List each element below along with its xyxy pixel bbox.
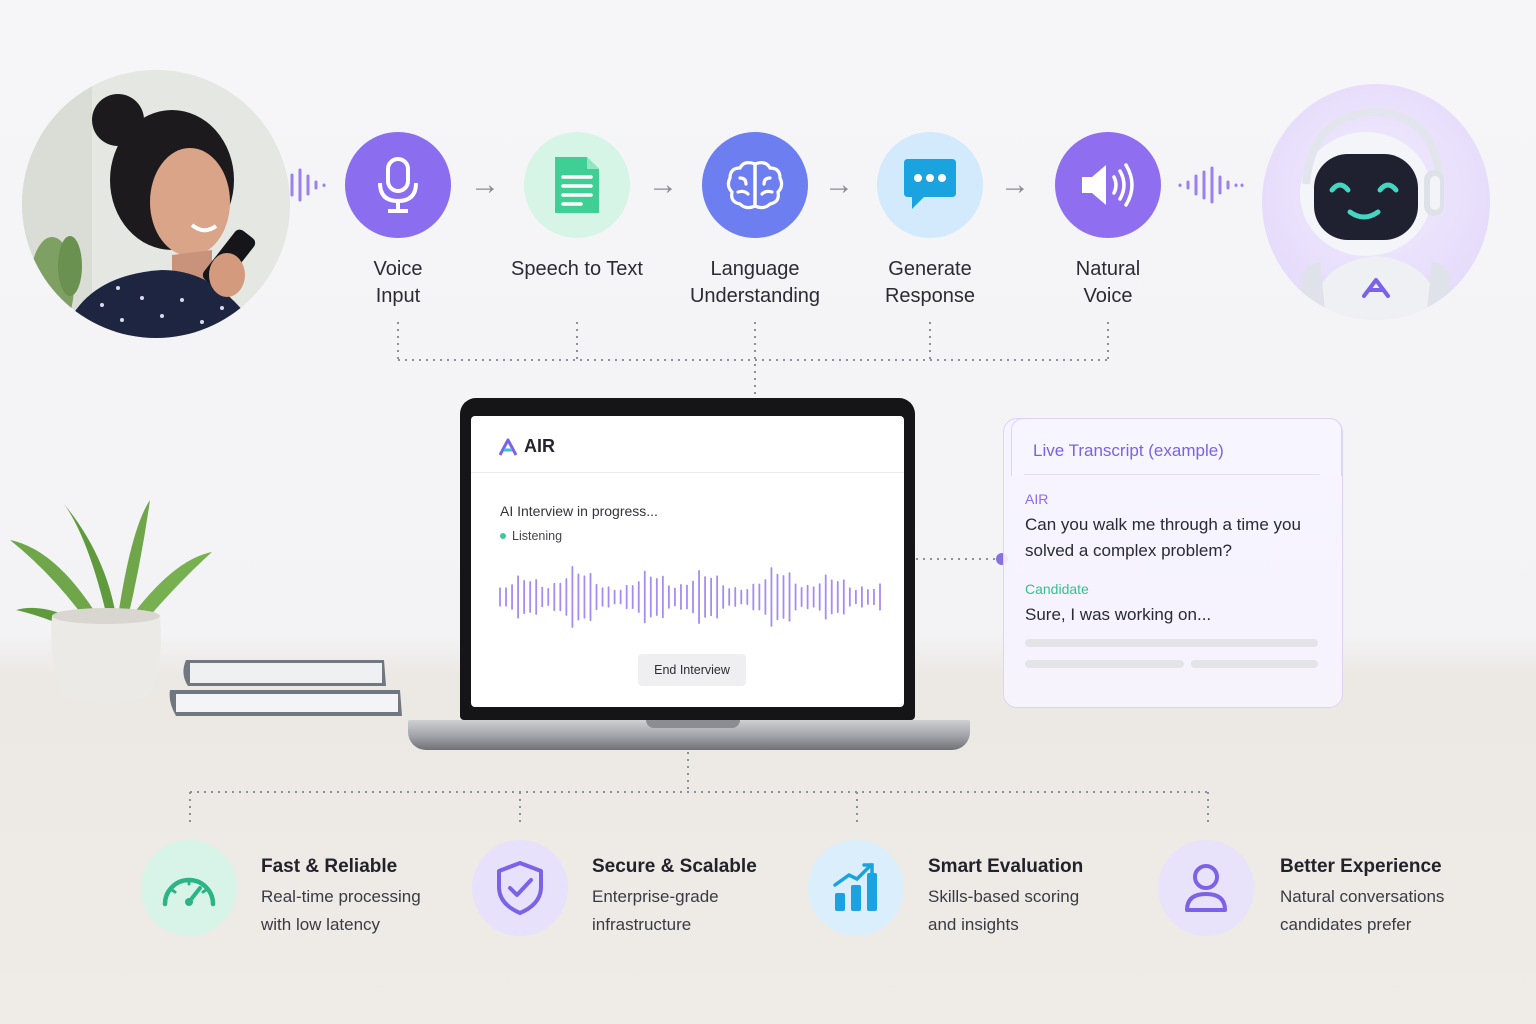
feature-smart-title: Smart Evaluation	[928, 856, 1084, 877]
feature-smart-icon-circle	[808, 840, 904, 936]
transcript-divider	[1024, 474, 1320, 475]
speaker-icon	[1082, 163, 1134, 207]
shield-check-icon	[497, 861, 543, 915]
live-transcript-header	[1011, 418, 1342, 476]
feature-fast-icon-circle	[141, 840, 237, 936]
transcript-placeholder-line	[1025, 639, 1318, 647]
ai-robot-avatar	[1262, 84, 1490, 320]
screen-divider	[471, 472, 904, 473]
brain-icon	[726, 161, 784, 210]
feature-secure-title: Secure & Scalable	[592, 856, 757, 877]
transcript-placeholder-line	[1025, 660, 1184, 668]
step-natural-voice-icon-circle	[1055, 132, 1161, 238]
desk-plant-and-books	[10, 500, 402, 716]
listening-status: Listening	[500, 529, 562, 543]
feature-fast-title: Fast & Reliable	[261, 856, 398, 877]
candidate-photo	[22, 70, 290, 338]
transcript-speaker-air: AIR	[1025, 491, 1049, 507]
air-logo-icon	[498, 438, 518, 456]
step-voice-input-icon-circle	[345, 132, 451, 238]
laptop-notch	[646, 720, 740, 728]
live-transcript-title: Live Transcript (example)	[1033, 441, 1224, 460]
air-brand: AIR	[498, 436, 555, 457]
transcript-text-air: Can you walk me through a time you solve…	[1025, 515, 1301, 560]
transcript-placeholder-line	[1191, 660, 1318, 668]
transcript-text-candidate: Sure, I was working on...	[1025, 605, 1212, 624]
arrow-icon: →	[648, 168, 678, 201]
user-icon	[1185, 864, 1227, 912]
arrow-icon: →	[1000, 168, 1030, 201]
listening-status-text: Listening	[512, 529, 563, 543]
audio-waveform	[499, 566, 881, 628]
end-interview-button[interactable]: End Interview	[638, 654, 746, 686]
air-brand-text: AIR	[524, 436, 555, 456]
interview-status-title: AI Interview in progress...	[500, 503, 658, 519]
feature-experience-title: Better Experience	[1280, 856, 1442, 877]
arrow-icon: →	[470, 168, 500, 201]
step-language-understanding-icon-circle	[702, 132, 808, 238]
step-speech-to-text-label: Speech to Text	[511, 258, 643, 280]
bar-chart-icon	[833, 863, 877, 911]
arrow-icon: →	[824, 168, 854, 201]
chat-bubble-icon	[904, 159, 956, 209]
feature-secure-icon-circle	[472, 840, 568, 936]
feature-experience-icon-circle	[1158, 840, 1254, 936]
microphone-icon	[378, 157, 418, 213]
speedometer-icon	[162, 877, 216, 907]
transcript-speaker-candidate: Candidate	[1025, 581, 1089, 597]
step-generate-response-icon-circle	[877, 132, 983, 238]
listening-dot-icon	[500, 533, 506, 539]
document-icon	[555, 157, 599, 213]
step-speech-to-text-icon-circle	[524, 132, 630, 238]
